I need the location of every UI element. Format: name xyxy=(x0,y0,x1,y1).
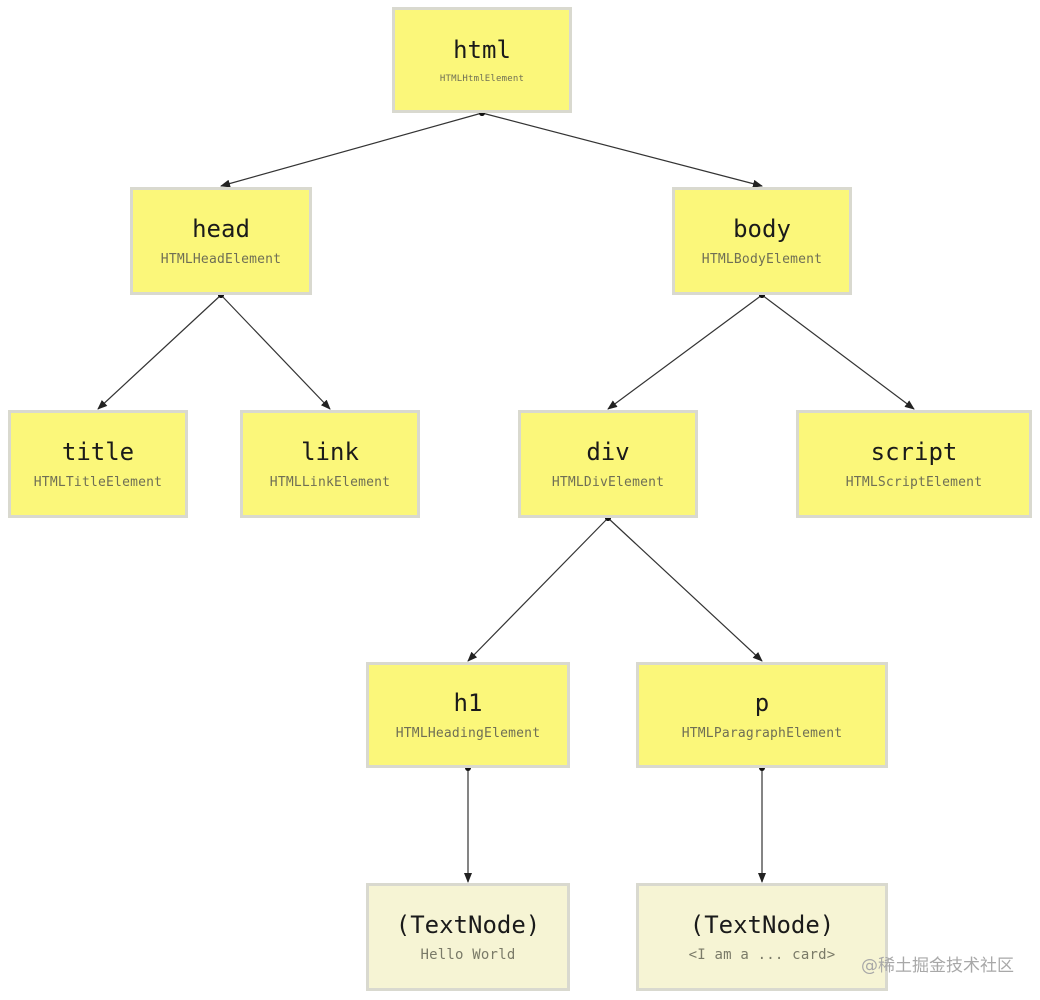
node-title: title HTMLTitleElement xyxy=(8,410,188,518)
node-tag: title xyxy=(61,438,135,467)
node-tag: p xyxy=(754,689,770,718)
node-tag: script xyxy=(870,438,958,467)
node-tag: link xyxy=(301,438,359,467)
node-text-card: (TextNode) <I am a ... card> xyxy=(636,883,888,991)
edge-div-to-p xyxy=(607,517,763,662)
node-class: HTMLHeadingElement xyxy=(395,725,541,741)
node-class: HTMLBodyElement xyxy=(701,251,823,267)
edge-body-to-script xyxy=(761,294,915,410)
node-tag: h1 xyxy=(453,689,483,718)
node-text-content: Hello World xyxy=(420,947,516,964)
node-class: HTMLLinkElement xyxy=(269,474,391,490)
watermark: @稀土掘金技术社区 xyxy=(861,956,1014,976)
node-body: body HTMLBodyElement xyxy=(672,187,852,295)
edge-head-to-link xyxy=(220,294,331,410)
node-text-content: <I am a ... card> xyxy=(688,947,836,964)
node-tag: head xyxy=(192,215,250,244)
edge-html-to-body xyxy=(481,112,763,188)
node-class: HTMLHtmlElement xyxy=(439,74,525,85)
node-class: HTMLScriptElement xyxy=(845,474,983,490)
node-text-hello-world: (TextNode) Hello World xyxy=(366,883,570,991)
node-head: head HTMLHeadElement xyxy=(130,187,312,295)
node-link: link HTMLLinkElement xyxy=(240,410,420,518)
node-script: script HTMLScriptElement xyxy=(796,410,1032,518)
edge-head-to-title xyxy=(97,294,222,410)
node-html: html HTMLHtmlElement xyxy=(392,7,572,113)
node-tag: (TextNode) xyxy=(689,910,835,939)
edge-body-to-div xyxy=(607,294,763,410)
edge-html-to-head xyxy=(220,112,483,188)
node-tag: html xyxy=(453,35,511,64)
node-div: div HTMLDivElement xyxy=(518,410,698,518)
node-class: HTMLDivElement xyxy=(551,474,665,490)
edge-div-to-h1 xyxy=(467,517,609,662)
node-p: p HTMLParagraphElement xyxy=(636,662,888,768)
node-tag: body xyxy=(733,215,791,244)
node-h1: h1 HTMLHeadingElement xyxy=(366,662,570,768)
node-class: HTMLHeadElement xyxy=(160,251,282,267)
node-class: HTMLTitleElement xyxy=(33,474,163,490)
node-tag: div xyxy=(586,438,630,467)
node-class: HTMLParagraphElement xyxy=(681,725,843,741)
node-tag: (TextNode) xyxy=(395,910,541,939)
